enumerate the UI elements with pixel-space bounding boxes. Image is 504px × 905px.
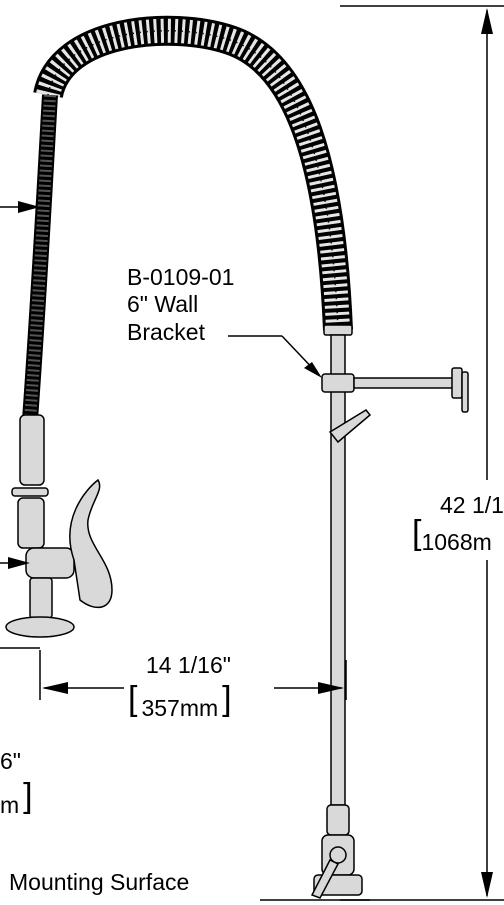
reach-metric-label: [357mm] (128, 682, 232, 722)
flex-hose (22, 94, 58, 421)
riser-pipe (313, 324, 363, 896)
height-arrow-bottom (481, 872, 493, 898)
height-dimension-lines (340, 5, 504, 901)
left-imperial-label: 6" (0, 748, 21, 774)
reach-metric-value: 357mm (141, 695, 219, 721)
bracket-close: ] (23, 777, 33, 815)
height-imperial-label: 42 1/1 (440, 492, 504, 518)
bracket-size-label: 6" Wall (127, 291, 199, 317)
riser-valve-handle (310, 846, 347, 899)
bracket-close: ] (222, 680, 232, 718)
left-metric-label: m] (0, 779, 33, 819)
bracket-open: [ (412, 514, 422, 552)
spray-valve-dimension-arrow (0, 201, 40, 569)
left-metric-value: m (0, 792, 20, 818)
wall-bracket (321, 367, 469, 413)
spray-valve (5, 414, 113, 638)
bracket-leader-arrow (304, 362, 322, 378)
bracket-part-number: B-0109-01 (127, 264, 235, 290)
bracket-leader-line (228, 335, 319, 375)
riser-side-handle (328, 409, 372, 444)
height-metric-value: 1068m (421, 529, 492, 555)
bracket-open: [ (128, 680, 138, 718)
reach-arrow-left (42, 682, 68, 694)
reach-imperial-label: 14 1/16" (146, 652, 231, 678)
reach-arrow-right (318, 682, 344, 694)
coil-spring-hose (33, 15, 353, 331)
bracket-name-label: Bracket (127, 319, 205, 345)
height-metric-label: [1068m (412, 516, 492, 556)
height-arrow-top (481, 8, 493, 34)
mounting-surface-label: Mounting Surface (9, 869, 190, 895)
